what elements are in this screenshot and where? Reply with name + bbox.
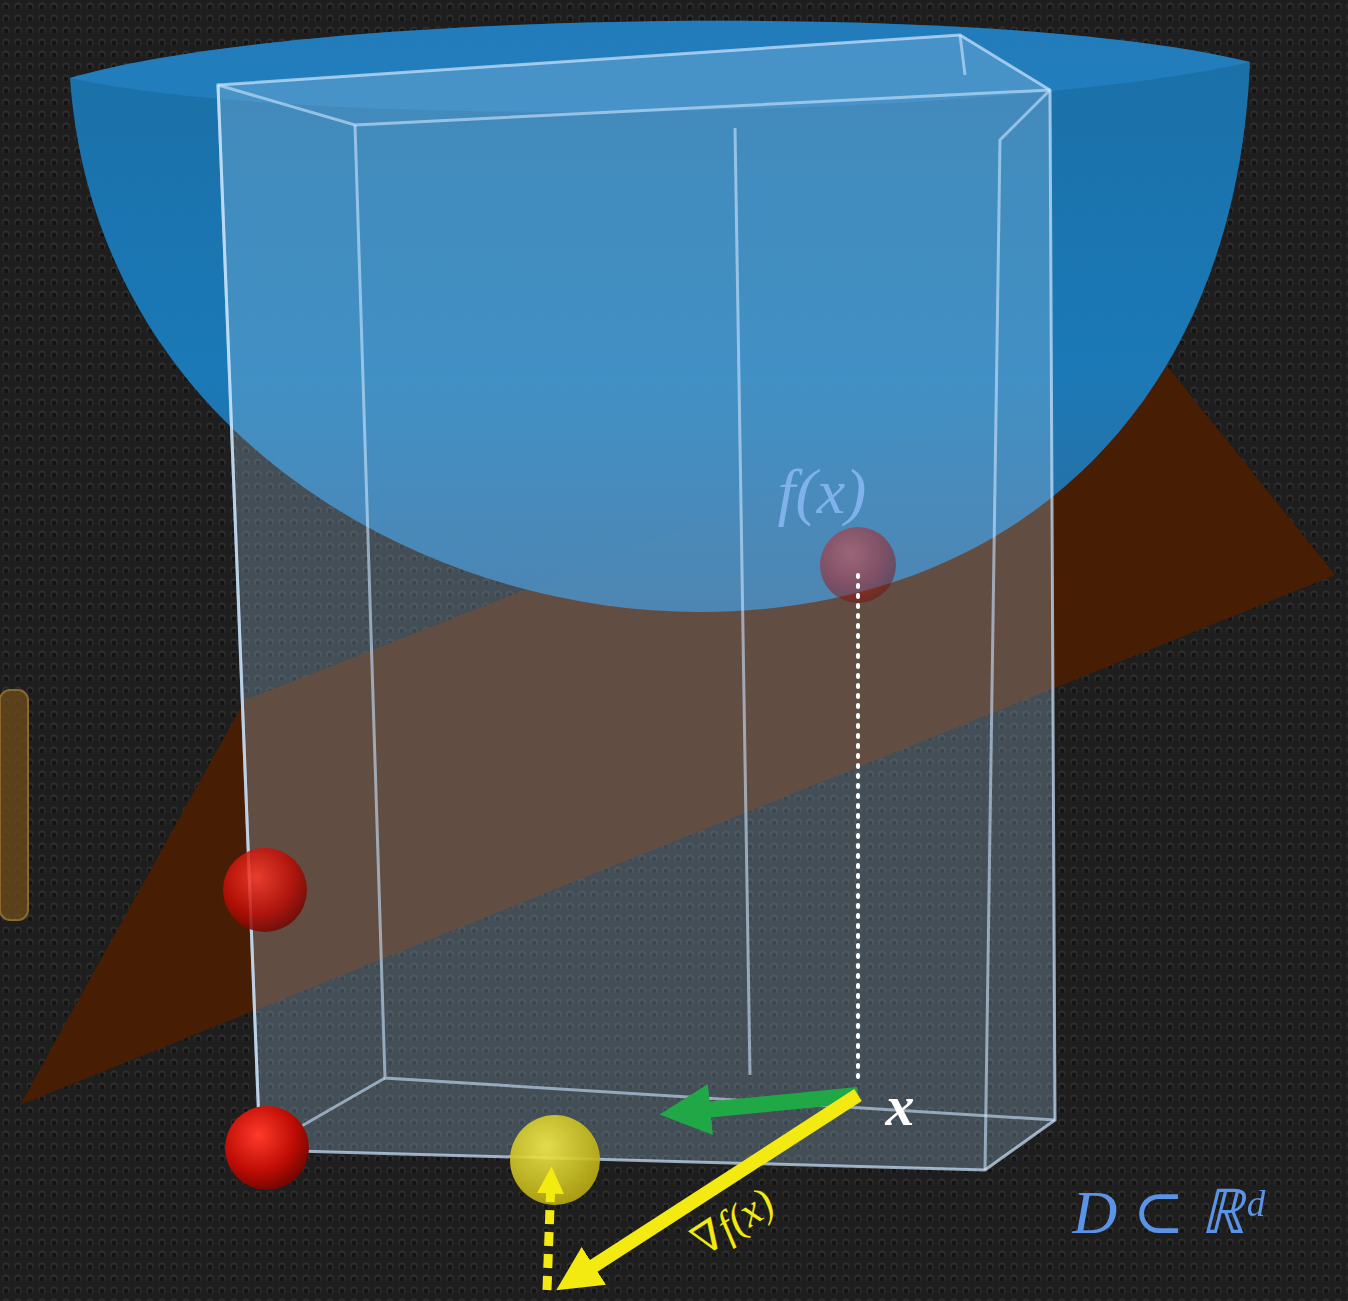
dotted-arrow <box>547 1180 551 1290</box>
plane-vertex-point <box>223 848 307 932</box>
projection-line <box>856 575 860 1082</box>
domain-box <box>218 35 1055 1170</box>
vertex-point <box>225 1106 309 1190</box>
domain-box-edges <box>218 35 1055 1170</box>
function-value-point <box>820 527 896 603</box>
side-tab <box>0 690 28 920</box>
gradient-arrow <box>575 1095 858 1278</box>
function-value-label: f(x) <box>778 460 867 524</box>
point-label: x <box>886 1077 915 1135</box>
domain-label: D ⊂ ℝᵈ <box>1073 1181 1264 1243</box>
